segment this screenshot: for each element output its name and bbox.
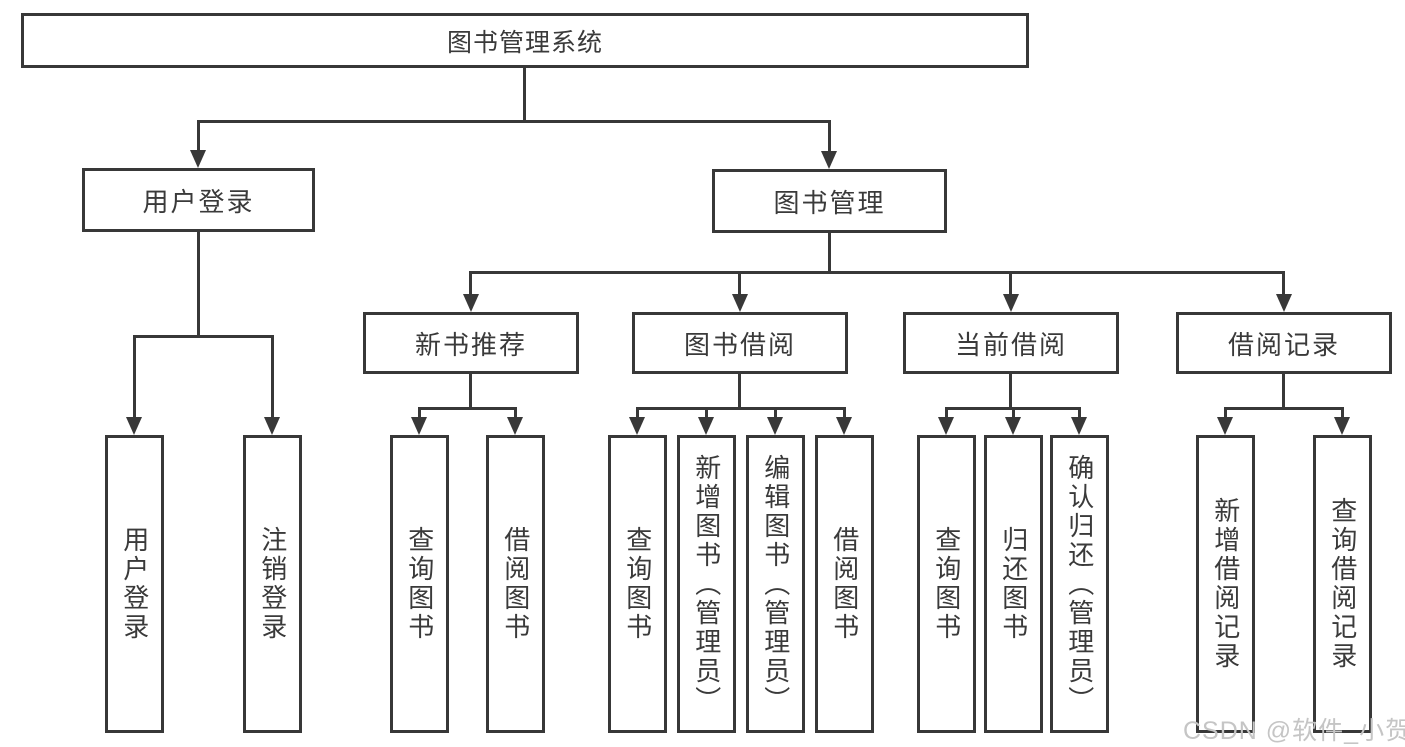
arrowhead-to-leaf-logout [264,417,280,435]
line-to-current-query [945,407,948,419]
leaf-label: 确认归还（管理员） [1064,453,1095,715]
arrowhead-to-new-book [463,294,479,312]
leaf-label: 查询图书 [404,526,435,642]
leaf-label: 注销登录 [257,526,288,642]
line-to-book-mgmt [828,120,831,153]
leaf-label: 查询图书 [931,526,962,642]
leaf-borrow-add-book-admin: 新增图书（管理员） [677,435,736,733]
leaf-borrow-borrow-book: 借阅图书 [815,435,874,733]
leaf-logout-login: 注销登录 [243,435,302,733]
leaf-label: 查询借阅记录 [1327,497,1358,671]
line-to-new-book [469,271,472,296]
leaf-label: 新增图书（管理员） [691,453,722,715]
node-book-management: 图书管理 [712,169,947,233]
leaf-records-add-record: 新增借阅记录 [1196,435,1255,733]
node-label: 图书管理 [773,187,886,218]
line-to-newbook-borrow [514,407,517,419]
line-to-current-borrow [1009,271,1012,296]
node-user-login: 用户登录 [82,168,315,232]
node-library-system-root: 图书管理系统 [21,13,1029,68]
line-to-borrow-borrow [843,407,846,419]
node-label: 图书管理系统 [446,28,603,57]
line-borrow-branch [636,407,846,410]
leaf-records-query-record: 查询借阅记录 [1313,435,1372,733]
arrowhead-to-current-return [1005,417,1021,435]
node-label: 当前借阅 [954,329,1067,360]
leaf-label: 借阅图书 [829,526,860,642]
node-borrow-records: 借阅记录 [1176,312,1392,374]
line-login-stem [197,232,200,338]
arrowhead-to-book-mgmt [821,151,837,169]
arrowhead-to-user-login [190,150,206,168]
node-label: 用户登录 [142,186,255,217]
leaf-newbook-borrow-book: 借阅图书 [486,435,545,733]
leaf-label: 用户登录 [119,526,150,642]
line-to-current-return [1012,407,1015,419]
line-to-records-add [1224,407,1227,419]
arrowhead-to-book-borrow [732,294,748,312]
line-mgmt-stem [828,233,831,273]
line-newbook-stem [469,374,472,410]
line-root-branch [197,120,831,123]
line-newbook-branch [418,407,517,410]
line-to-current-confirm [1078,407,1081,419]
line-to-user-login [197,120,200,152]
arrowhead-to-current-borrow [1003,294,1019,312]
line-records-stem [1282,374,1285,410]
line-to-borrow-add [705,407,708,419]
line-to-leaf-logout [271,335,274,419]
leaf-current-confirm-return-admin: 确认归还（管理员） [1050,435,1109,733]
arrowhead-to-borrow-edit [767,417,783,435]
leaf-label: 编辑图书（管理员） [760,453,791,715]
line-current-stem [1009,374,1012,410]
arrowhead-to-borrow-borrow [836,417,852,435]
line-to-records-query [1341,407,1344,419]
line-borrow-stem [738,374,741,410]
leaf-label: 查询图书 [622,526,653,642]
arrowhead-to-borrow-query [629,417,645,435]
arrowhead-to-current-confirm [1071,417,1087,435]
leaf-label: 新增借阅记录 [1210,497,1241,671]
leaf-current-return-book: 归还图书 [984,435,1043,733]
leaf-borrow-edit-book-admin: 编辑图书（管理员） [746,435,805,733]
arrowhead-to-newbook-query [411,417,427,435]
line-to-borrow-query [636,407,639,419]
node-book-borrow: 图书借阅 [632,312,848,374]
leaf-user-login: 用户登录 [105,435,164,733]
csdn-watermark: CSDN @软件_小贺同学 [1183,717,1405,745]
leaf-label: 归还图书 [998,526,1029,642]
line-to-book-borrow [738,271,741,296]
line-to-borrow-records [1282,271,1285,296]
node-current-borrow: 当前借阅 [903,312,1119,374]
node-label: 新书推荐 [414,329,527,360]
node-label: 图书借阅 [683,329,796,360]
node-new-book-recommend: 新书推荐 [363,312,579,374]
node-label: 借阅记录 [1227,329,1340,360]
arrowhead-to-borrow-add [698,417,714,435]
leaf-label: 借阅图书 [500,526,531,642]
arrowhead-to-newbook-borrow [507,417,523,435]
arrowhead-to-leaf-user-login [126,417,142,435]
line-root-stem [523,68,526,120]
arrowhead-to-current-query [938,417,954,435]
line-mgmt-branch [469,271,1285,274]
line-records-branch [1224,407,1344,410]
leaf-current-query-book: 查询图书 [917,435,976,733]
arrowhead-to-records-add [1217,417,1233,435]
line-to-newbook-query [418,407,421,419]
line-to-borrow-edit [774,407,777,419]
leaf-borrow-query-book: 查询图书 [608,435,667,733]
arrowhead-to-borrow-records [1276,294,1292,312]
leaf-newbook-query-book: 查询图书 [390,435,449,733]
line-login-branch [133,335,274,338]
arrowhead-to-records-query [1334,417,1350,435]
line-to-leaf-user-login [133,335,136,419]
